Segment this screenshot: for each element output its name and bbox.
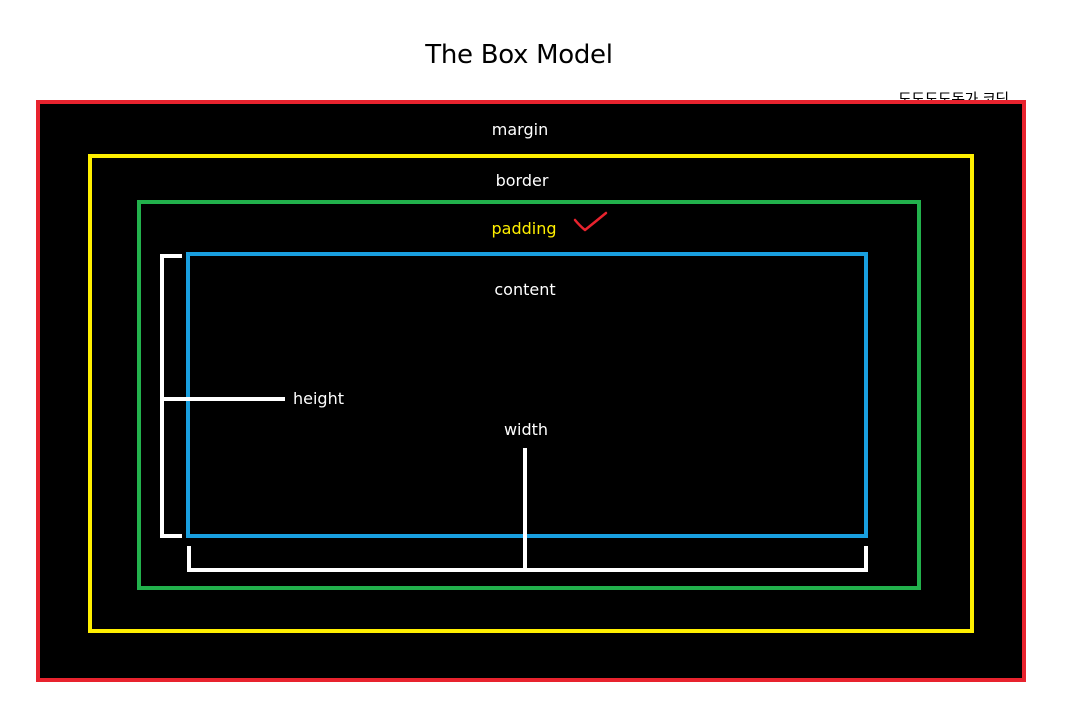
content-layer bbox=[186, 252, 868, 538]
height-label: height bbox=[293, 389, 344, 408]
margin-layer bbox=[36, 100, 1026, 682]
border-label: border bbox=[495, 171, 549, 190]
padding-layer bbox=[137, 200, 921, 590]
width-label: width bbox=[503, 420, 549, 439]
content-label: content bbox=[494, 280, 556, 299]
border-layer bbox=[88, 154, 974, 633]
diagram-title: The Box Model bbox=[425, 40, 613, 70]
margin-label: margin bbox=[491, 120, 549, 139]
padding-label: padding bbox=[491, 219, 557, 238]
